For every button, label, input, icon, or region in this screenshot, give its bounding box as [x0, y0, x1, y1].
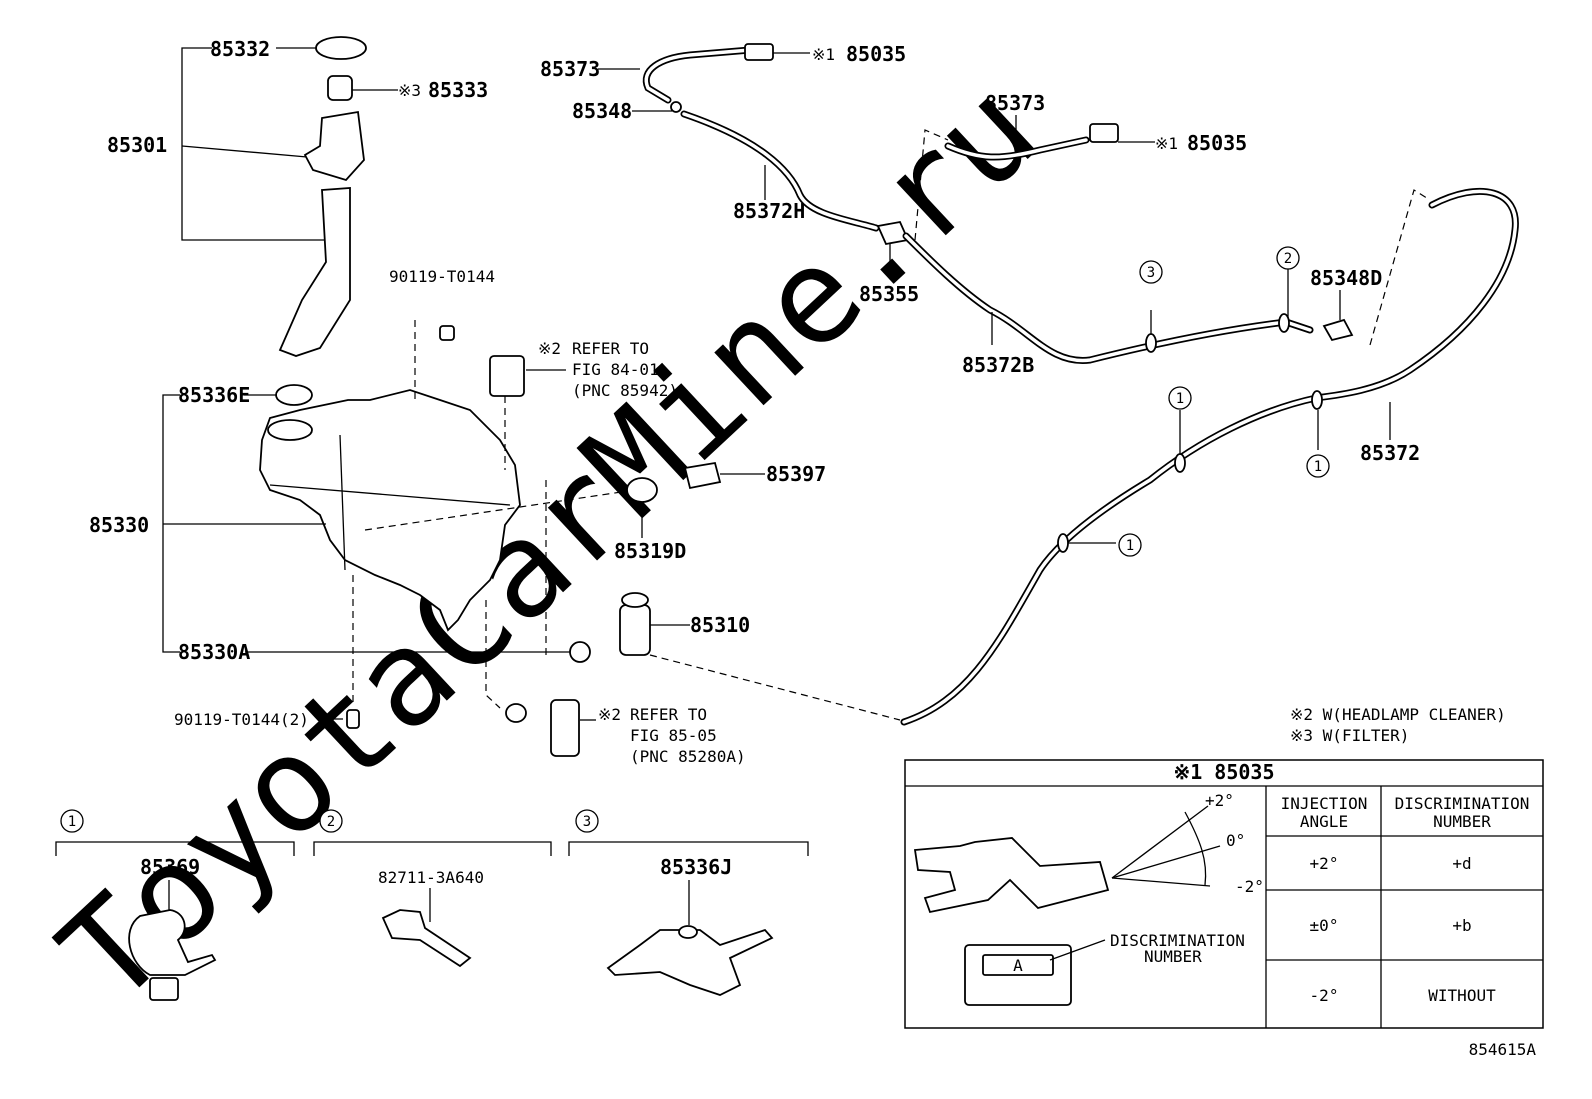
disc-label-1: DISCRIMINATION [1110, 931, 1245, 950]
clip-85336J [606, 928, 774, 996]
filter-part [327, 75, 353, 101]
row2-angle: ±0° [1310, 916, 1339, 935]
header-angle-1: INJECTION [1281, 794, 1368, 813]
legend-line2: ※3 W(FILTER) [1290, 726, 1409, 745]
callout-2: 2 [1284, 251, 1292, 267]
cleaner-relay [489, 355, 525, 397]
label-85035-rear: 85035 [1187, 131, 1247, 155]
label-85301: 85301 [107, 133, 167, 157]
cleaner-grommet [505, 703, 527, 723]
washer-reservoir [259, 389, 521, 632]
refer-1-line2: FIG 84-01 [572, 360, 659, 379]
label-85348: 85348 [572, 99, 632, 123]
label-85373-rear: 85373 [985, 91, 1045, 115]
level-sensor [683, 461, 722, 490]
seal-ring [275, 384, 313, 406]
joint-85348D [1322, 318, 1354, 342]
callout-3: 3 [1147, 265, 1155, 281]
detail-table-title: ※1 85035 [1173, 760, 1274, 784]
callout-1c: 1 [1126, 538, 1134, 554]
filler-inlet [303, 110, 365, 182]
refer-2-line2: FIG 85-05 [630, 726, 717, 745]
hose-85372H [680, 110, 880, 232]
bolt-bottom [346, 709, 360, 729]
row3-angle: -2° [1310, 986, 1339, 1005]
label-85319D: 85319D [614, 539, 686, 563]
label-85330: 85330 [89, 513, 149, 537]
label-85336E: 85336E [178, 383, 250, 407]
label-85372: 85372 [1360, 441, 1420, 465]
clip-85369 [128, 909, 217, 976]
filler-pipe [278, 187, 351, 357]
angle-zero: 0° [1226, 831, 1245, 850]
pump-grommet [569, 641, 591, 663]
filler-cap [315, 36, 367, 60]
refer-1-line3: (PNC 85942) [572, 381, 678, 400]
grommet [626, 477, 658, 503]
header-disc-2: NUMBER [1433, 812, 1491, 831]
refer-2-line3: (PNC 85280A) [630, 747, 746, 766]
row2-disc: +b [1452, 916, 1471, 935]
header-angle-2: ANGLE [1300, 812, 1348, 831]
row3-disc: WITHOUT [1428, 986, 1496, 1005]
label-85355: 85355 [859, 282, 919, 306]
nozzle-85035-rear [1089, 123, 1119, 143]
mark-1-front: ※1 [812, 45, 835, 64]
refer-1-mark: ※2 [538, 339, 561, 358]
legend-line1: ※2 W(HEADLAMP CLEANER) [1290, 705, 1506, 724]
label-85348D: 85348D [1310, 266, 1382, 290]
disc-chip-text: A [1013, 956, 1023, 975]
row1-angle: +2° [1310, 854, 1339, 873]
label-85333: 85333 [428, 78, 488, 102]
label-85369: 85369 [140, 855, 200, 879]
label-85373-front: 85373 [540, 57, 600, 81]
washer-pump [619, 604, 651, 656]
hose-85372 [900, 187, 1519, 726]
label-90119-bottom: 90119-T0144(2) [174, 710, 309, 729]
label-85035-front: 85035 [846, 42, 906, 66]
detail-callout-3: 3 [583, 814, 591, 830]
callout-1a: 1 [1176, 391, 1184, 407]
label-82711: 82711-3A640 [378, 868, 484, 887]
label-90119-top: 90119-T0144 [389, 267, 495, 286]
mark-3: ※3 [398, 81, 421, 100]
label-85330A: 85330A [178, 640, 250, 664]
bolt-top [439, 325, 455, 341]
label-85372B: 85372B [962, 353, 1034, 377]
figure-code: 854615A [1469, 1040, 1537, 1059]
label-85310: 85310 [690, 613, 750, 637]
header-disc-1: DISCRIMINATION [1395, 794, 1530, 813]
hose-85372B [902, 232, 1314, 364]
refer-2-mark: ※2 [598, 705, 621, 724]
detail-nozzle [913, 837, 1110, 914]
cleaner-pump [550, 699, 580, 757]
detail-table-85035: ※1 85035 +2° 0° -2° A DISCRIMINATION NUM… [904, 759, 1544, 1029]
angle-plus: +2° [1205, 791, 1234, 810]
clip-82711 [381, 909, 472, 968]
refer-1-line1: REFER TO [572, 339, 649, 358]
label-85397: 85397 [766, 462, 826, 486]
disc-label-2: NUMBER [1144, 947, 1202, 966]
refer-2-line1: REFER TO [630, 705, 707, 724]
hose-85373-rear [944, 136, 1090, 161]
row1-disc: +d [1452, 854, 1471, 873]
detail-callout-1: 1 [68, 814, 76, 830]
label-85336J: 85336J [660, 855, 732, 879]
angle-minus: -2° [1235, 877, 1264, 896]
callout-1b: 1 [1314, 459, 1322, 475]
label-85372H: 85372H [733, 199, 805, 223]
mark-1-rear: ※1 [1155, 134, 1178, 153]
label-85332: 85332 [210, 37, 270, 61]
nozzle-85035-front [744, 43, 774, 61]
detail-callout-2: 2 [327, 814, 335, 830]
hose-85373-front [642, 46, 754, 104]
